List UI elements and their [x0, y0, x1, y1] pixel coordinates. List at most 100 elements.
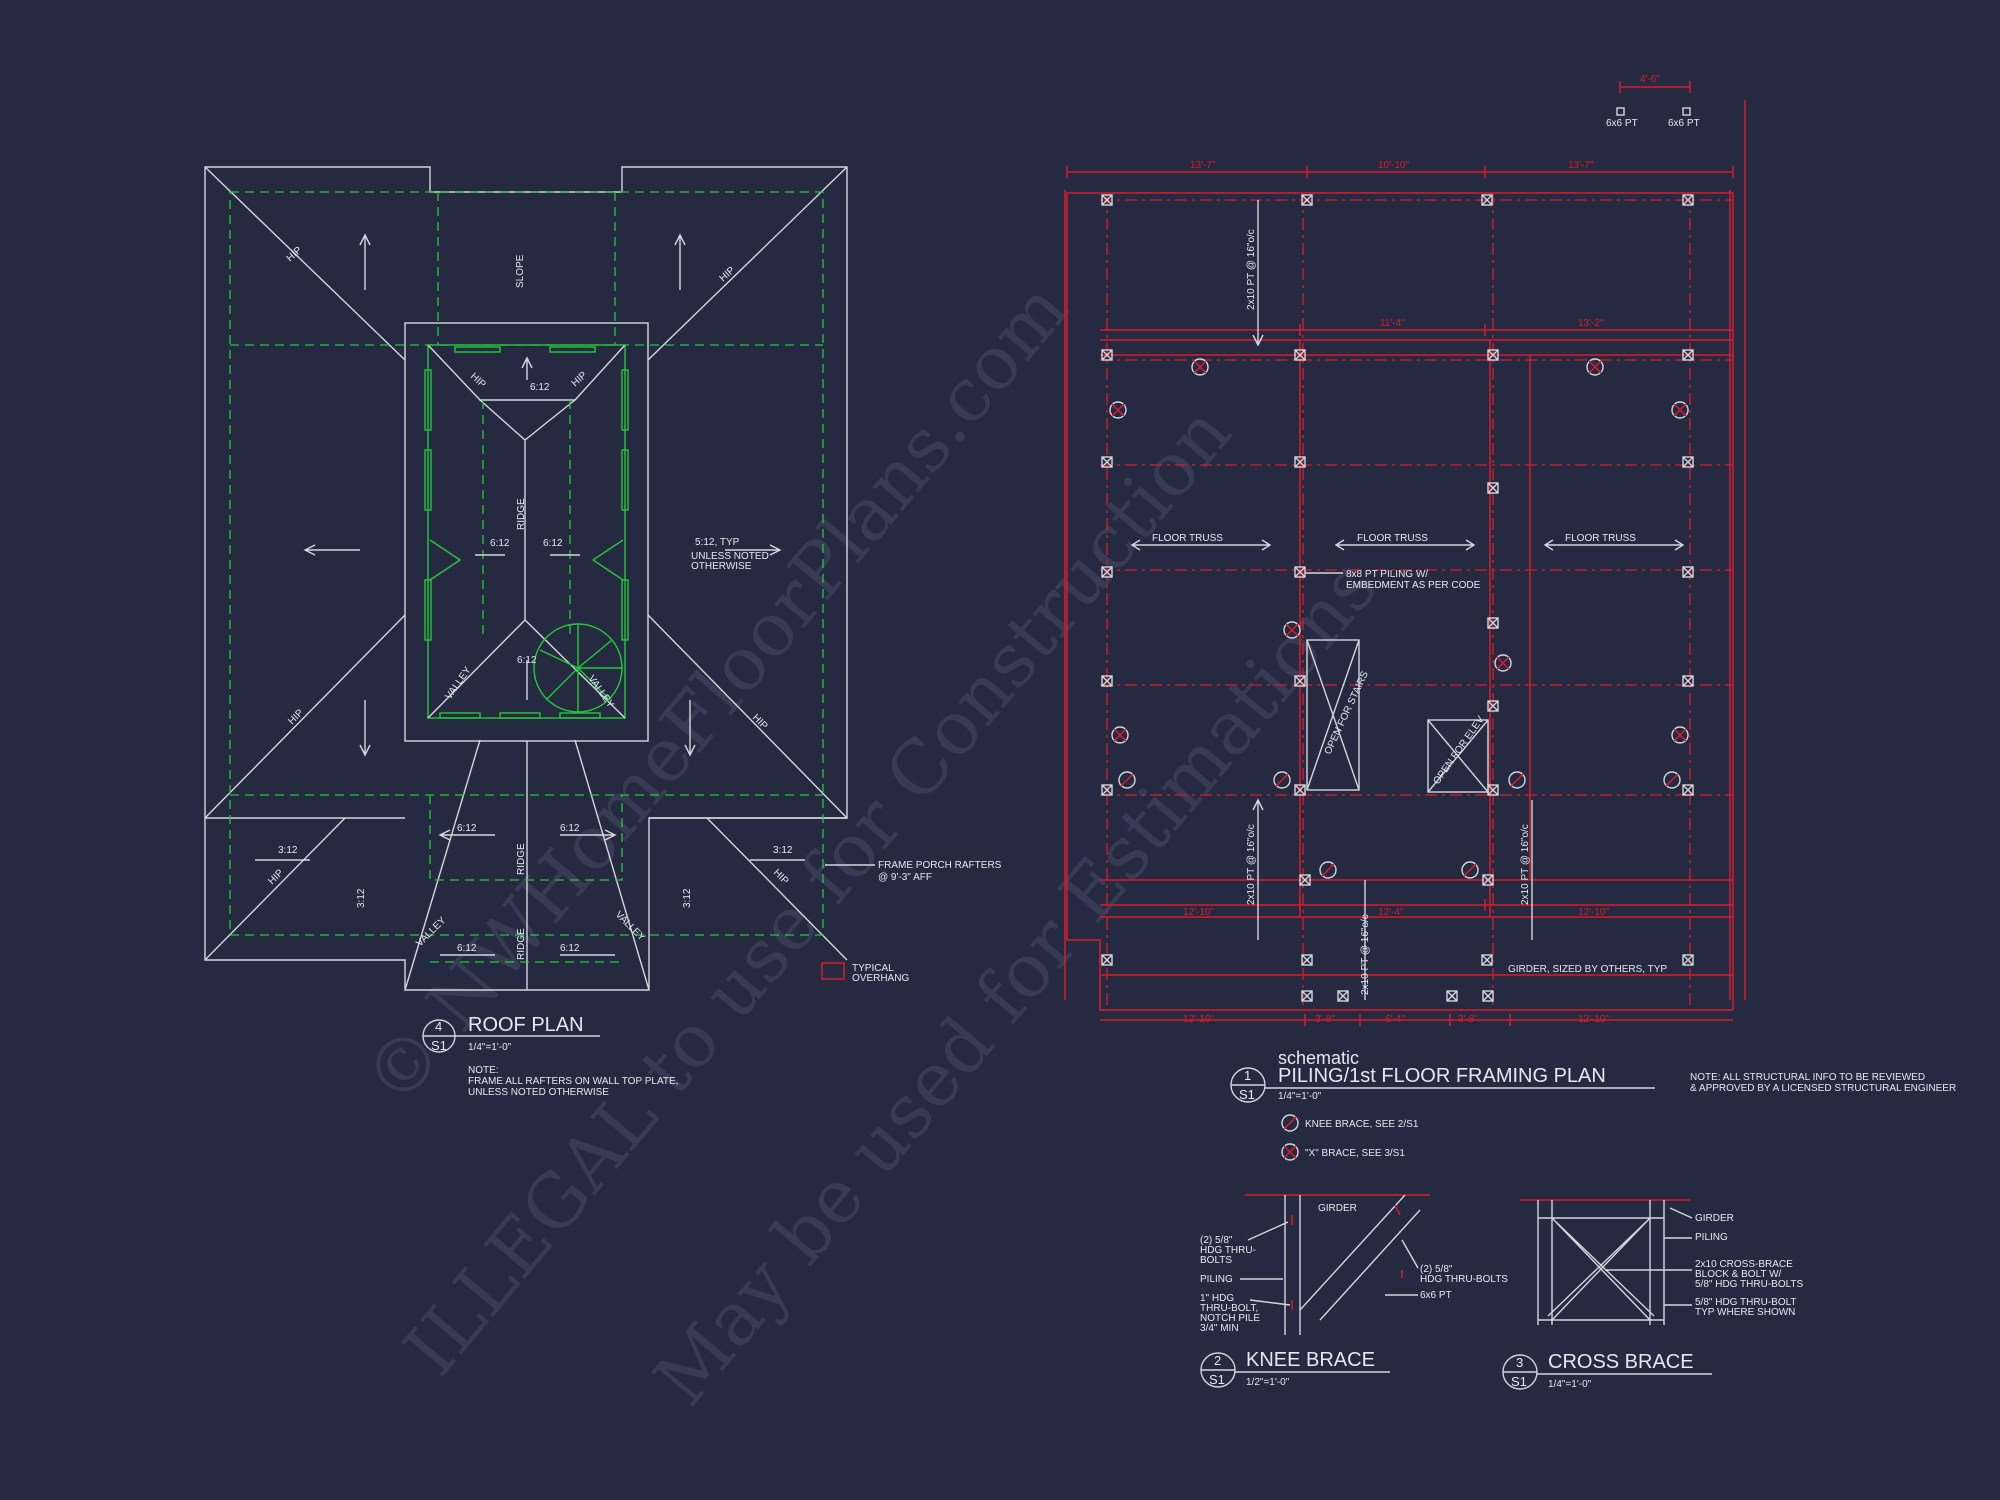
valley-label-3: VALLEY: [414, 915, 448, 949]
joist-arrows: [1252, 200, 1533, 1000]
knee-piling-label: PILING: [1200, 1274, 1233, 1285]
roof-note-line-1: FRAME ALL RAFTERS ON WALL TOP PLATE,: [468, 1076, 678, 1087]
knee-bolts-l1: (2) 5/8": [1200, 1235, 1233, 1246]
floor-truss-label-1: FLOOR TRUSS: [1152, 533, 1223, 544]
dim-bottom-2: 3'-8": [1315, 1014, 1335, 1025]
x-brace-marker: [1586, 358, 1604, 376]
x-brace-marker: [1494, 654, 1512, 672]
knee-title-underline: [1201, 1369, 1390, 1373]
piling: [1294, 566, 1306, 578]
knee-brace-symbol: [1281, 1114, 1299, 1132]
overhang-note-1: TYPICAL: [852, 963, 894, 974]
x-brace-marker: [1111, 726, 1129, 744]
dim-lower-2: 12'-4": [1378, 907, 1404, 918]
piling: [1101, 784, 1113, 796]
dim-bottom-1: 12'-10": [1183, 1014, 1214, 1025]
piling: [1487, 617, 1499, 629]
knee-detail-number: 2: [1214, 1353, 1221, 1368]
piling: [1301, 954, 1313, 966]
knee-brace-marker: [1461, 861, 1479, 879]
dimension-lines: [1064, 81, 1746, 1026]
spiral-stair: [533, 623, 623, 713]
overhang-marker: [821, 962, 845, 980]
post-2: [1682, 107, 1691, 116]
pitch-label-1: 6:12: [530, 382, 550, 393]
typ-note-3: OTHERWISE: [691, 561, 752, 572]
pitch-label-2: 6:12: [490, 538, 510, 549]
knee-bolts: [1291, 1204, 1403, 1310]
cross-brace-detail: GIRDER PILING 2x10 CROSS-BRACE BLOCK & B…: [1502, 1199, 1804, 1390]
piling: [1482, 874, 1494, 886]
cross-girder-label: GIRDER: [1695, 1213, 1734, 1224]
dim-lower-1: 12'-10": [1183, 907, 1214, 918]
cross-tb-l2: TYP WHERE SHOWN: [1695, 1307, 1795, 1318]
tower-windows: [424, 346, 629, 719]
girder-dashed-lines: [1100, 193, 1733, 1010]
joist-label-3: 2x10 PT @ 16"o/c: [1360, 914, 1371, 995]
legend-knee-brace: KNEE BRACE, SEE 2/S1: [1305, 1119, 1419, 1130]
valley-label-2: VALLEY: [586, 673, 616, 710]
roof-detail-number: 4: [435, 1019, 442, 1034]
dim-top-2: 10'-10": [1378, 160, 1409, 171]
cross-title-underline: [1503, 1371, 1712, 1375]
piling: [1294, 675, 1306, 687]
pitch-label-6: 6:12: [560, 823, 580, 834]
cross-cb-l1: 2x10 CROSS-BRACE: [1695, 1259, 1793, 1270]
cross-brace-title: CROSS BRACE: [1548, 1351, 1694, 1373]
framing-title-underline: [1231, 1084, 1655, 1089]
stair-opening-diagonal: [1306, 639, 1360, 791]
dim-mid-1: 11'-4": [1380, 318, 1405, 329]
cross-cb-l3: 5/8" HDG THRU-BOLTS: [1695, 1279, 1804, 1290]
pilings: [1101, 194, 1694, 1002]
typ-note-1: 5:12, TYP: [695, 537, 740, 548]
knee-bolts-r2: HDG THRU-BOLTS: [1420, 1274, 1508, 1285]
roof-note-line-2: UNLESS NOTED OTHERWISE: [468, 1087, 609, 1098]
x-brace-marker: [1671, 401, 1689, 419]
joist-label-1: 2x10 PT @ 16"o/c: [1246, 229, 1257, 310]
post-label-1: 6x6 PT: [1606, 118, 1638, 129]
knee-brace-title: KNEE BRACE: [1246, 1349, 1375, 1371]
porch-note-1: FRAME PORCH RAFTERS: [878, 860, 1002, 871]
cross-detail-number: 3: [1516, 1355, 1523, 1370]
joist-label-2: 2x10 PT @ 16"o/c: [1246, 824, 1257, 905]
dim-lower-3: 12'-10": [1578, 907, 1609, 918]
tower-hips: [427, 344, 626, 719]
hip-label-7: HIP: [468, 371, 488, 391]
piling: [1481, 954, 1493, 966]
x-brace-symbol-mark: [1283, 1145, 1297, 1159]
framing-plan-scale: 1/4"=1'-0": [1278, 1091, 1322, 1102]
pitch-label-5: 6:12: [457, 823, 477, 834]
piling: [1301, 194, 1313, 206]
roof-plan-scale: 1/4"=1'-0": [468, 1042, 512, 1053]
piling-note-1: 8x8 PT PILING W/: [1346, 569, 1428, 580]
stair-opening: [1306, 639, 1360, 791]
knee-brace-detail: GIRDER (2) 5/8" HDG THRU- BOLTS PILING 1…: [1200, 1194, 1508, 1388]
knee-hdg-l2: THRU-BOLT,: [1200, 1303, 1258, 1314]
piling: [1682, 784, 1694, 796]
post-label-2: 6x6 PT: [1668, 118, 1700, 129]
hip-label-2: HIP: [718, 265, 738, 285]
hip-label-3: HIP: [286, 707, 306, 727]
knee-brace-symbol-mark: [1283, 1116, 1297, 1130]
piling: [1294, 784, 1306, 796]
piling: [1337, 990, 1349, 1002]
piling: [1487, 784, 1499, 796]
roof-plan: HIP HIP HIP HIP HIP HIP HIP HIP SLOPE RI…: [204, 166, 1002, 1098]
ridge-label-2: RIDGE: [516, 843, 527, 875]
porch-note-2: @ 9'-3" AFF: [878, 872, 932, 883]
piling-note-2: EMBEDMENT AS PER CODE: [1346, 580, 1481, 591]
x-brace-marker: [1109, 401, 1127, 419]
x-brace-marker: [1191, 358, 1209, 376]
piling: [1682, 456, 1694, 468]
knee-leaders: [1240, 1221, 1419, 1306]
roof-detail-sheet: S1: [431, 1038, 447, 1053]
pitch-label-3: 6:12: [543, 538, 563, 549]
pitch-label-8: 6:12: [560, 943, 580, 954]
legend-x-brace: "X" BRACE, SEE 3/S1: [1305, 1148, 1405, 1159]
pitch-label-7: 6:12: [457, 943, 477, 954]
cross-piling-label: PILING: [1695, 1232, 1728, 1243]
cross-pilings: [1537, 1200, 1665, 1325]
valley-label-4: VALLEY: [613, 909, 647, 943]
beam-outline: [1066, 192, 1734, 1011]
